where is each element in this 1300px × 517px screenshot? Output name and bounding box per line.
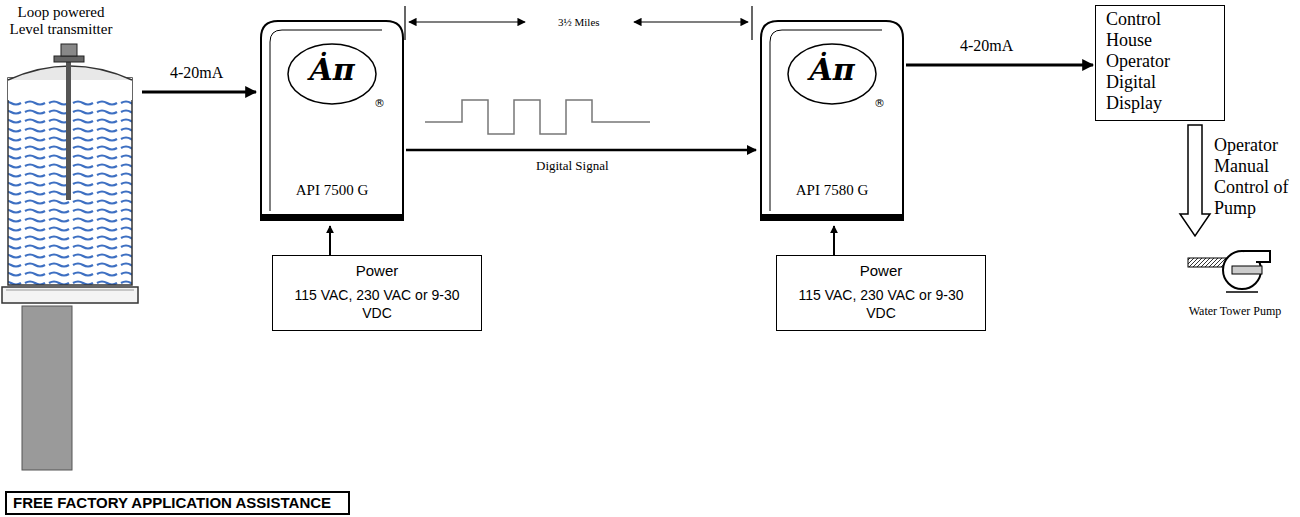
edge-label: Operator Manual Control of Pump [1214,135,1298,219]
registered-mark: ® [874,98,885,110]
edge-label: Digital Signal [536,158,609,173]
dimension-label: 3½ Miles [555,15,603,29]
signal-arrow [833,226,835,255]
pump-node: Water Tower Pump [1175,240,1295,320]
edge-label: 4-20mA [170,64,223,82]
dimension-arrow [409,21,525,22]
power-box: Power 115 VAC, 230 VAC or 9-30 VDC [272,255,482,331]
pump-label: Water Tower Pump [1175,304,1295,318]
signal-arrow [906,64,1093,67]
level-transmitter [61,44,77,56]
signal-arrow [406,149,756,152]
brand-logo: Ȧπ [758,52,906,88]
signal-arrow [329,226,331,255]
level-probe [66,60,71,200]
display-box: Control House Operator Digital Display [1095,5,1225,121]
tank-node: Loop powered Level transmitter [2,4,142,470]
dimension-tick [751,6,752,40]
registered-mark: ® [374,98,385,110]
banner-box: FREE FACTORY APPLICATION ASSISTANCE [5,491,350,515]
power-box: Power 115 VAC, 230 VAC or 9-30 VDC [776,255,986,331]
block-arrow [1180,125,1210,236]
dimension-arrow [634,21,748,22]
power-title: Power [783,262,979,280]
display-label: Control House Operator Digital Display [1106,9,1210,114]
dimension-tick [404,6,405,40]
tank-label: Loop powered Level transmitter [2,4,120,38]
power-spec: 115 VAC, 230 VAC or 9-30 VDC [279,286,475,322]
isolator-module: Ȧπ ® API 7580 G [758,18,906,223]
brand-logo: Ȧπ [258,52,406,88]
tank-base [2,287,138,303]
edge-label: 4-20mA [960,37,1013,55]
tank-stand [22,306,72,470]
module-base-bar [760,214,904,221]
isolator-module: Ȧπ ® API 7500 G [258,18,406,223]
signal-arrow [142,91,256,94]
square-wave [425,100,650,134]
pump-symbol [1188,251,1270,292]
transmitter-flange [54,56,84,62]
model-name: API 7580 G [758,181,906,199]
module-base-bar [260,214,404,221]
banner-text: FREE FACTORY APPLICATION ASSISTANCE [13,494,342,512]
power-title: Power [279,262,475,280]
model-name: API 7500 G [258,181,406,199]
power-spec: 115 VAC, 230 VAC or 9-30 VDC [783,286,979,322]
